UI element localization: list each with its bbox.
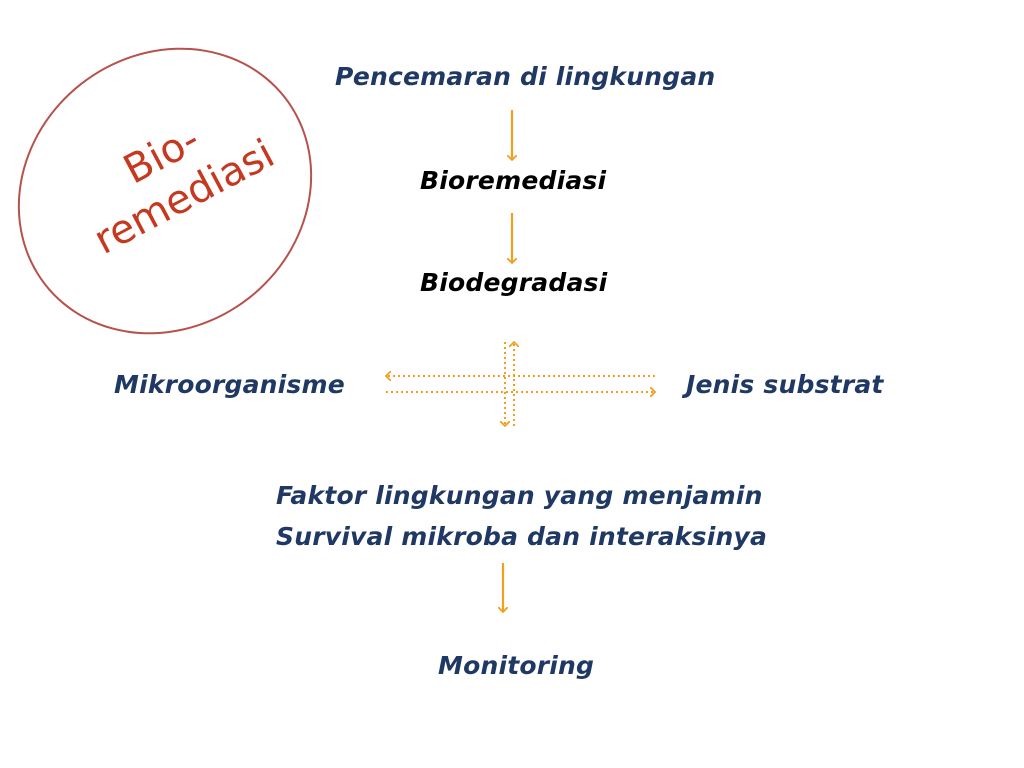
node-monitoring: Monitoring (438, 651, 595, 680)
node-bioremediasi: Bioremediasi (420, 166, 607, 195)
node-biodegradasi: Biodegradasi (420, 268, 608, 297)
node-pencemaran: Pencemaran di lingkungan (335, 62, 716, 91)
node-mikroorganisme: Mikroorganisme (114, 370, 345, 399)
node-jenis-substrat: Jenis substrat (686, 370, 884, 399)
node-faktor-line-2: Survival mikroba dan interaksinya (276, 522, 768, 551)
node-faktor-line-1: Faktor lingkungan yang menjamin (276, 481, 763, 510)
